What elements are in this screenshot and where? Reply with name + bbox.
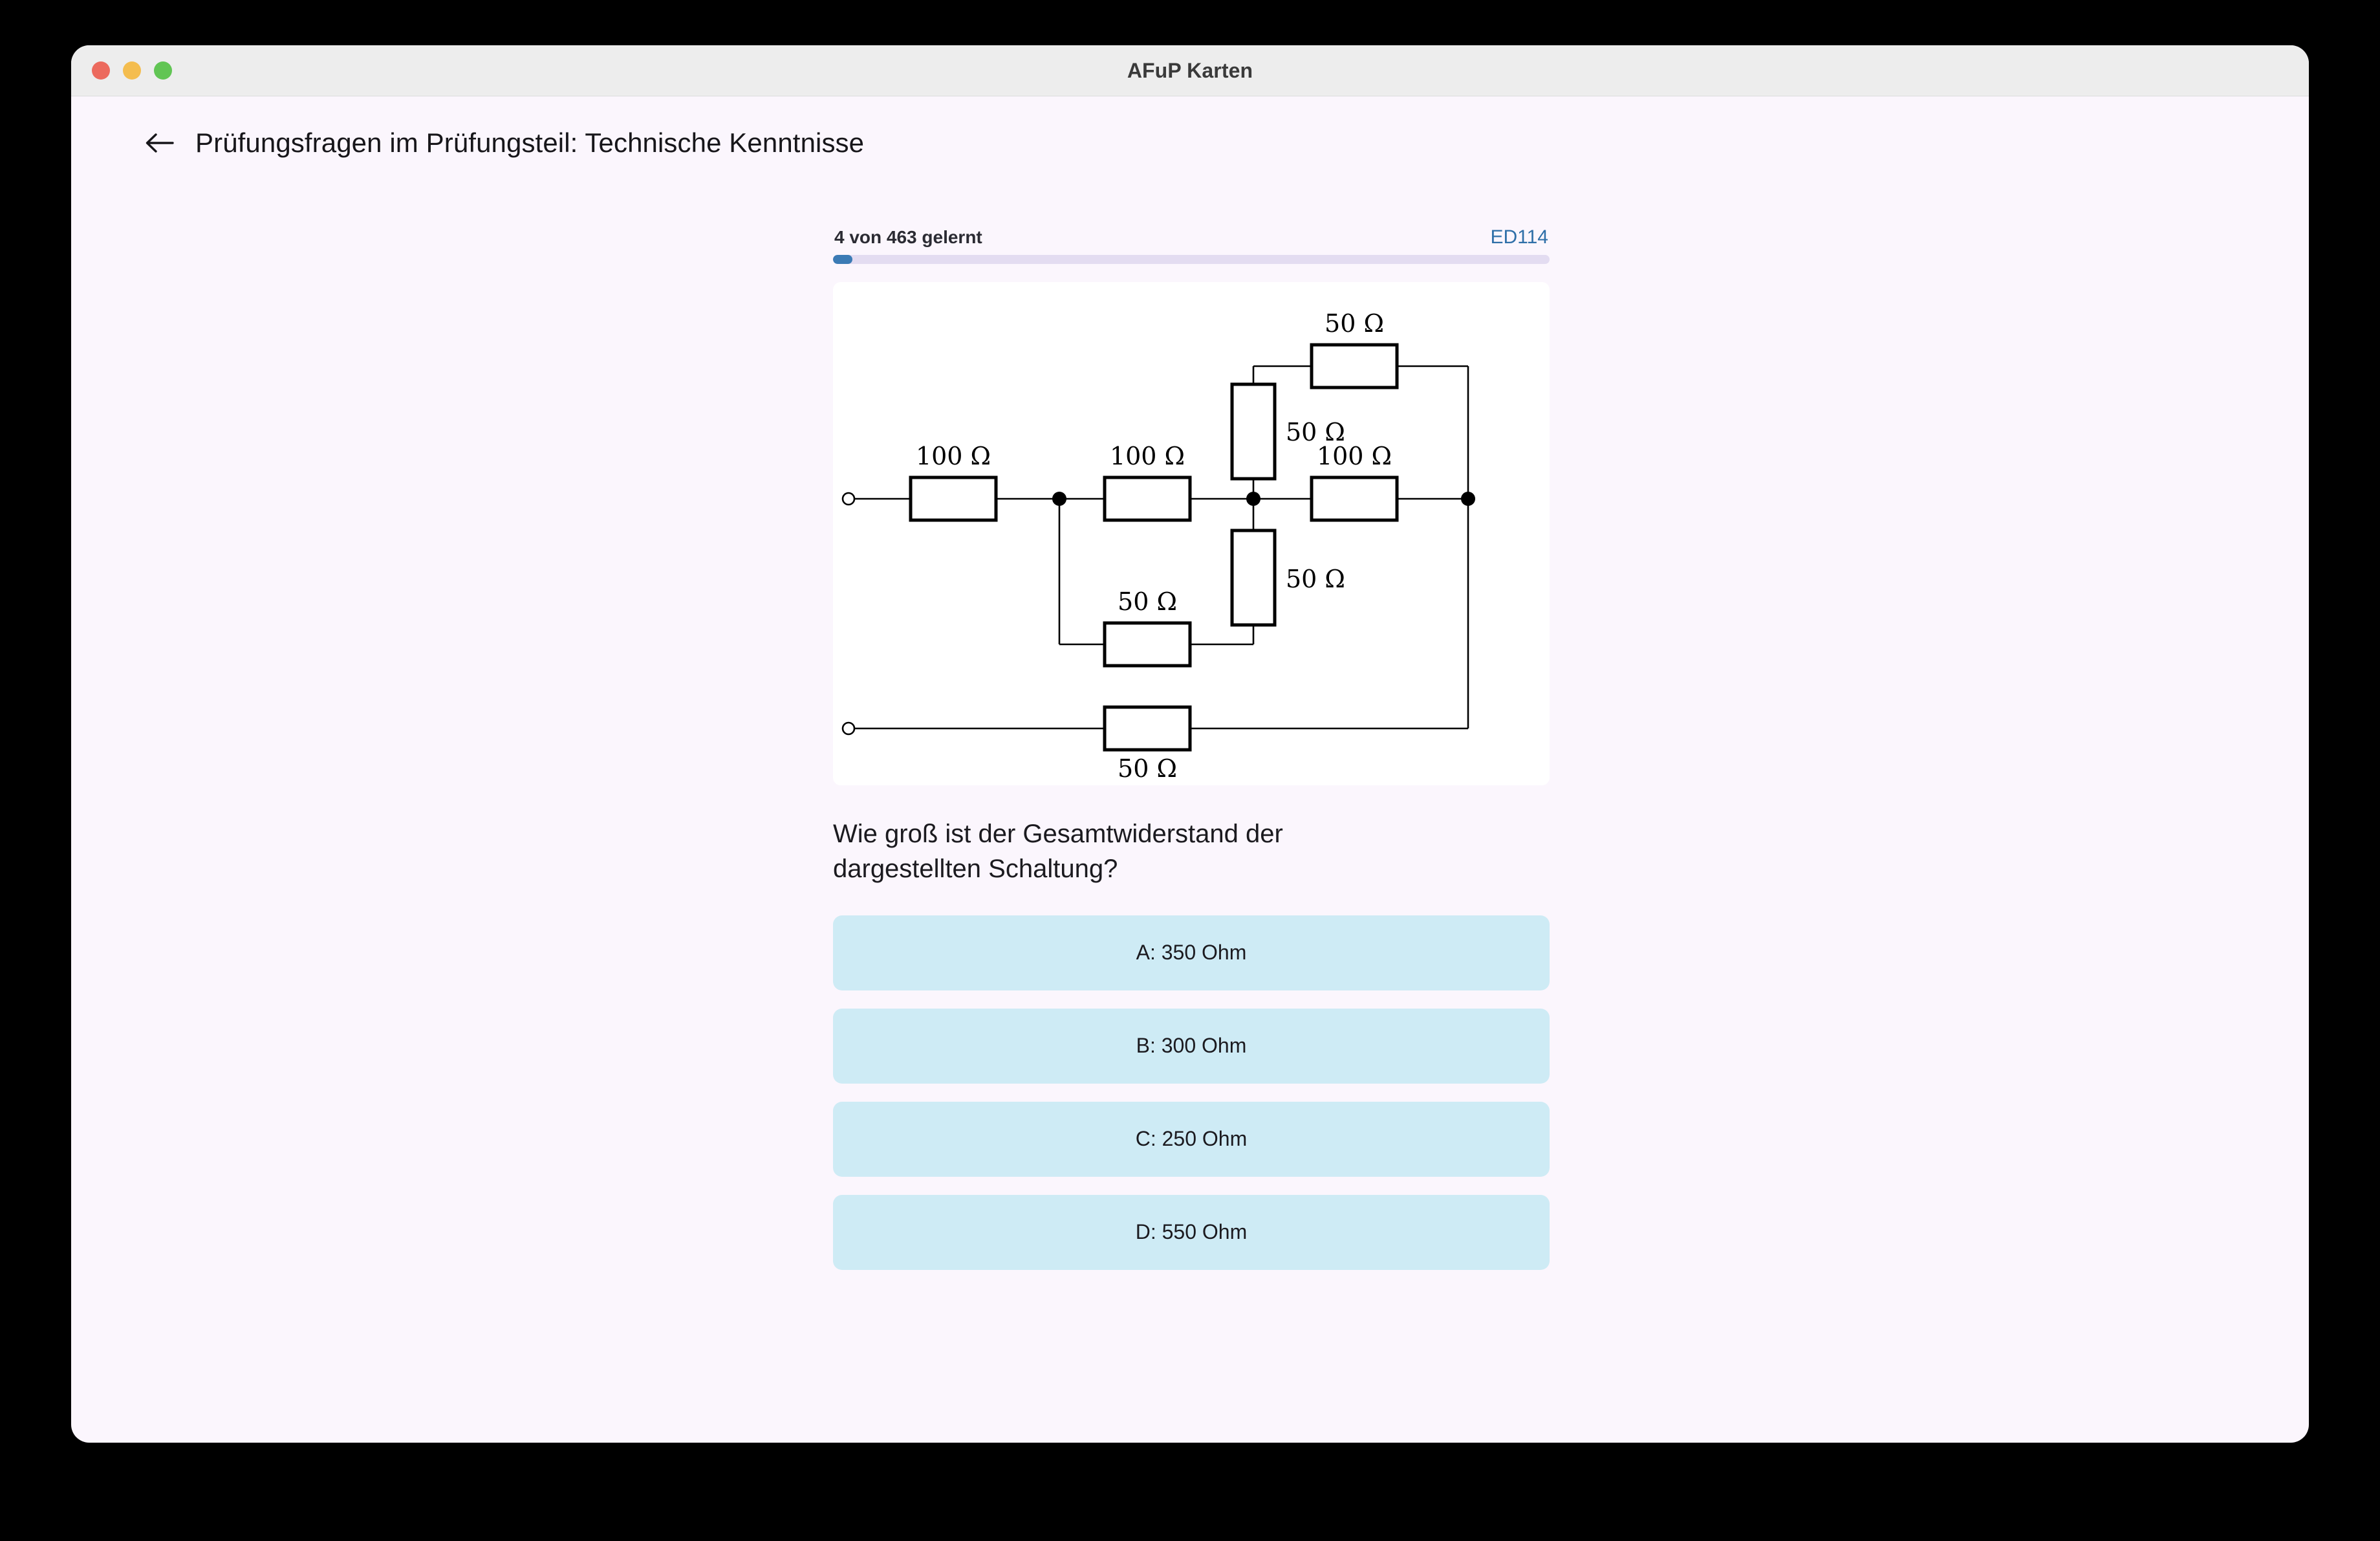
resistor-label-r3: 100 Ω [1317,442,1392,470]
resistor-r6 [1230,529,1277,627]
resistor-r3 [1310,475,1399,522]
junction-node-a [1052,492,1066,506]
answer-option-c[interactable]: C: 250 Ohm [833,1101,1550,1177]
flashcard-content: 4 von 463 gelernt ED114 [833,226,1550,1270]
answer-option-a[interactable]: A: 350 Ohm [833,915,1550,990]
junction-node-b [1246,492,1260,506]
page-header: Prüfungsfragen im Prüfungsteil: Technisc… [71,96,2309,161]
progress-label: 4 von 463 gelernt [834,227,982,247]
resistor-r5 [1230,382,1277,481]
arrow-left-icon [146,133,174,153]
resistor-r1 [909,475,998,522]
card-code-link[interactable]: ED114 [1490,226,1548,248]
resistor-label-r2: 100 Ω [1110,442,1185,470]
terminal-bottom-left [841,721,856,736]
resistor-label-r4: 50 Ω [1325,309,1384,338]
app-window: AFuP Karten Prüfungsfragen im Prüfungste… [71,45,2309,1443]
minimize-window-button[interactable] [123,61,141,80]
window-titlebar: AFuP Karten [71,45,2309,96]
question-text: Wie groß ist der Gesamtwiderstand der da… [833,820,1283,884]
resistor-label-r8: 50 Ω [1118,754,1177,783]
resistor-r8 [1103,705,1192,752]
window-title: AFuP Karten [1127,58,1253,82]
maximize-window-button[interactable] [154,61,172,80]
resistor-r4 [1310,343,1399,389]
page-title: Prüfungsfragen im Prüfungsteil: Technisc… [195,127,865,158]
progress-bar-fill [833,255,852,264]
junction-node-c [1461,492,1475,506]
answer-option-b[interactable]: B: 300 Ohm [833,1008,1550,1084]
circuit-diagram-image: 100 Ω 100 Ω 100 Ω 50 Ω 50 Ω 50 Ω 50 Ω 50… [841,309,1475,783]
resistor-label-r1: 100 Ω [916,442,991,470]
window-controls [92,61,172,80]
back-button[interactable] [141,125,177,161]
resistor-label-r6: 50 Ω [1286,565,1345,593]
terminal-top-left [841,492,856,506]
close-window-button[interactable] [92,61,110,80]
answer-list: A: 350 Ohm B: 300 Ohm C: 250 Ohm D: 550 … [833,915,1550,1270]
resistor-label-r5: 50 Ω [1286,418,1345,446]
circuit-diagram-card[interactable]: 100 Ω 100 Ω 100 Ω 50 Ω 50 Ω 50 Ω 50 Ω 50… [833,282,1550,785]
resistor-label-r7: 50 Ω [1118,587,1177,616]
progress-row: 4 von 463 gelernt ED114 [833,226,1550,255]
resistor-r2 [1103,475,1192,522]
resistor-r7 [1103,621,1192,668]
answer-option-d[interactable]: D: 550 Ohm [833,1194,1550,1270]
progress-bar[interactable] [833,255,1550,264]
